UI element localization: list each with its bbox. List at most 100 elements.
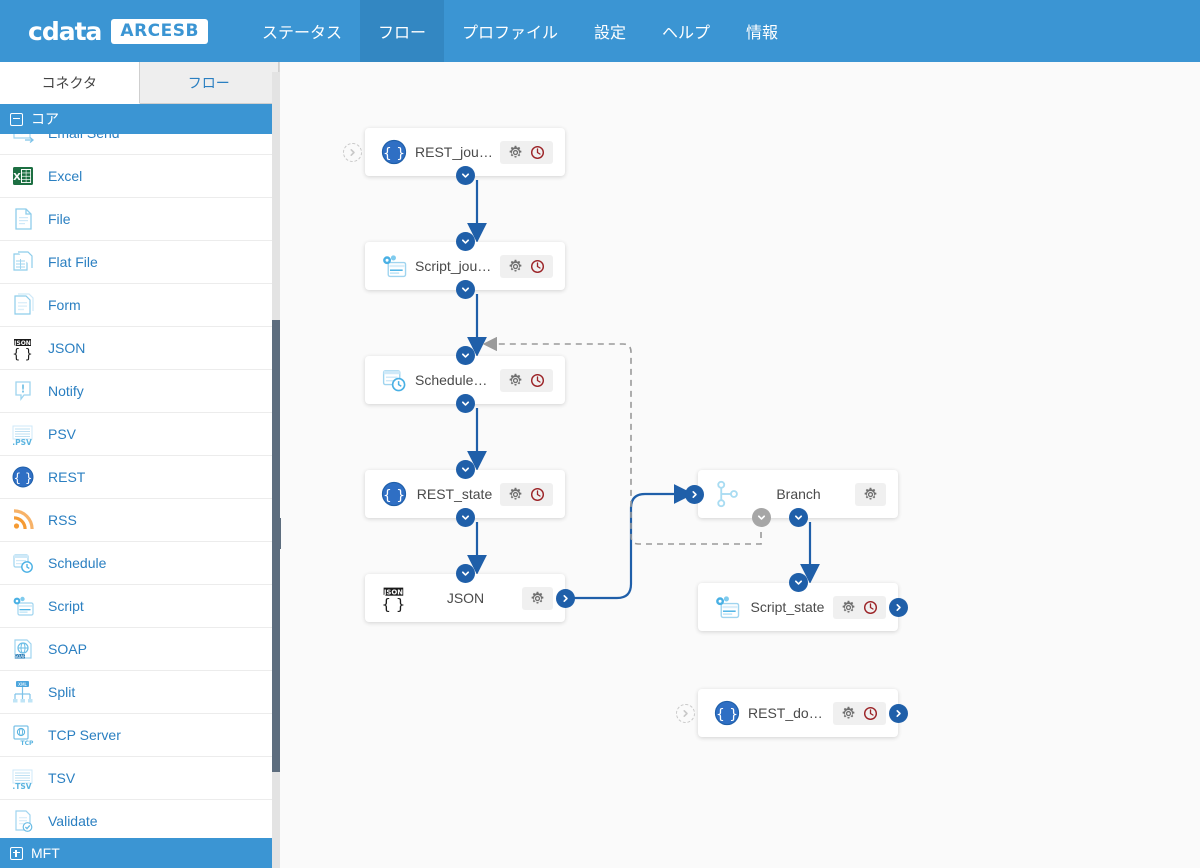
gear-icon[interactable]: [508, 487, 523, 502]
sidebar-group-mft-container: MFT: [0, 838, 279, 868]
connector-item-label: Schedule: [48, 555, 107, 571]
connector-item-json[interactable]: JSON{ }JSON: [0, 327, 272, 370]
gear-icon[interactable]: [841, 600, 856, 615]
rest-icon: { }: [379, 137, 409, 167]
flow-node-script_state-output-port-right[interactable]: [889, 598, 908, 617]
flow-node-rest_download-output-port-right[interactable]: [889, 704, 908, 723]
rest-icon: { }: [712, 698, 742, 728]
gear-icon[interactable]: [841, 706, 856, 721]
tcp-server-icon: TCP: [10, 722, 36, 748]
plus-box-icon: [10, 846, 23, 860]
flow-node-json-input-port[interactable]: [455, 564, 475, 583]
flow-node-label: Script_journals: [415, 258, 500, 274]
connector-item-label: Notify: [48, 383, 84, 399]
nav-item-status[interactable]: ステータス: [261, 25, 342, 42]
gear-icon[interactable]: [508, 259, 523, 274]
flow-node-branch-output-port[interactable]: [788, 508, 808, 527]
svg-text:{ }: { }: [13, 471, 32, 485]
flow-node-rest_state-output-port[interactable]: [455, 508, 475, 527]
excel-icon: X: [10, 163, 36, 189]
email-send-icon: [10, 134, 36, 146]
tab-connectors[interactable]: コネクタ: [0, 62, 140, 104]
sidebar-scrollbar-thumb[interactable]: [272, 320, 280, 772]
connector-item-rest[interactable]: { }REST: [0, 456, 272, 499]
flow-node-rest_journals-output-port[interactable]: [455, 166, 475, 185]
flow-node-toolbar: [500, 368, 553, 392]
clock-icon[interactable]: [530, 487, 545, 502]
connector-item-rss[interactable]: RSS: [0, 499, 272, 542]
script-icon: [712, 592, 742, 622]
branch-icon: [712, 479, 742, 509]
file-icon: [10, 206, 36, 232]
gear-icon[interactable]: [508, 145, 523, 160]
clock-icon[interactable]: [863, 600, 878, 615]
connector-item-label: Split: [48, 684, 76, 700]
sidebar-group-core[interactable]: コア: [0, 104, 279, 134]
product-name: ARCESB: [111, 18, 208, 44]
flow-node-rest_download[interactable]: { }REST_downlo...: [698, 689, 898, 737]
flow-node-schedule_wait-input-port[interactable]: [455, 346, 475, 365]
flow-node-schedule_wait-output-port[interactable]: [455, 394, 475, 413]
gear-icon[interactable]: [530, 591, 545, 606]
connector-item-file[interactable]: File: [0, 198, 272, 241]
nav-item-settings[interactable]: 設定: [594, 25, 627, 42]
flow-node-label: Script_state: [750, 599, 825, 615]
flow-node-label: REST_state: [416, 486, 493, 502]
sidebar-group-mft-label: MFT: [31, 845, 60, 861]
connector-item-email-send[interactable]: Email Send: [0, 134, 272, 155]
nav-item-profile[interactable]: プロファイル: [461, 25, 558, 42]
connector-item-schedule[interactable]: Schedule: [0, 542, 272, 585]
connector-item-label: TSV: [48, 770, 76, 786]
brand-logo[interactable]: cdata ARCESB: [0, 0, 208, 62]
connector-item-script[interactable]: Script: [0, 585, 272, 628]
flow-node-script_journals-output-port[interactable]: [455, 280, 475, 299]
brand-name: cdata: [28, 16, 102, 46]
flow-node-script_state-input-port[interactable]: [788, 573, 808, 592]
schedule-icon: [379, 365, 409, 395]
connector-item-flat-file[interactable]: Flat File: [0, 241, 272, 284]
svg-text:{ }: { }: [716, 707, 738, 723]
flow-node-rest_state-input-port[interactable]: [455, 460, 475, 479]
flow-node-script_journals-input-port[interactable]: [455, 232, 475, 251]
flow-node-branch-output-port-false[interactable]: [752, 508, 771, 527]
connector-item-label: Script: [48, 598, 84, 614]
connector-item-validate[interactable]: Validate: [0, 800, 272, 843]
gear-icon[interactable]: [508, 373, 523, 388]
psv-icon: .PSV: [10, 421, 36, 447]
flow-node-toolbar: [500, 140, 553, 164]
connector-item-tsv[interactable]: .TSV TSV: [0, 757, 272, 800]
svg-text:!: !: [20, 383, 25, 396]
flow-node-label: JSON: [446, 590, 485, 606]
flow-node-rest_download-input-port-empty[interactable]: [676, 704, 695, 723]
clock-icon[interactable]: [530, 373, 545, 388]
nav-item-help[interactable]: ヘルプ: [662, 25, 711, 42]
connector-item-label: PSV: [48, 426, 77, 442]
connector-item-psv[interactable]: .PSV PSV: [0, 413, 272, 456]
connector-item-notify[interactable]: ! Notify: [0, 370, 272, 413]
flow-node-toolbar: [833, 595, 886, 619]
top-navigation-bar: cdata ARCESB ステータス フロー プロファイル 設定 ヘルプ 情報: [0, 0, 1200, 62]
clock-icon[interactable]: [863, 706, 878, 721]
nav-item-info[interactable]: 情報: [746, 25, 779, 42]
svg-text:.TSV: .TSV: [12, 782, 31, 791]
script-icon: [379, 251, 409, 281]
flow-node-branch-input-port-left[interactable]: [685, 485, 704, 504]
clock-icon[interactable]: [530, 259, 545, 274]
sidebar-group-mft[interactable]: MFT: [0, 838, 279, 868]
gear-icon[interactable]: [863, 487, 878, 502]
flow-edges: [467, 180, 820, 600]
nav-item-flow[interactable]: フロー: [359, 0, 444, 62]
flow-node-rest_journals-input-port-empty[interactable]: [343, 143, 362, 162]
svg-text:{ }: { }: [12, 347, 33, 361]
tab-flows[interactable]: フロー: [139, 62, 279, 103]
flow-node-json-output-port-right[interactable]: [556, 589, 575, 608]
minus-box-icon: [10, 112, 23, 126]
connector-item-form[interactable]: Form: [0, 284, 272, 327]
clock-icon[interactable]: [530, 145, 545, 160]
validate-icon: [10, 808, 36, 834]
